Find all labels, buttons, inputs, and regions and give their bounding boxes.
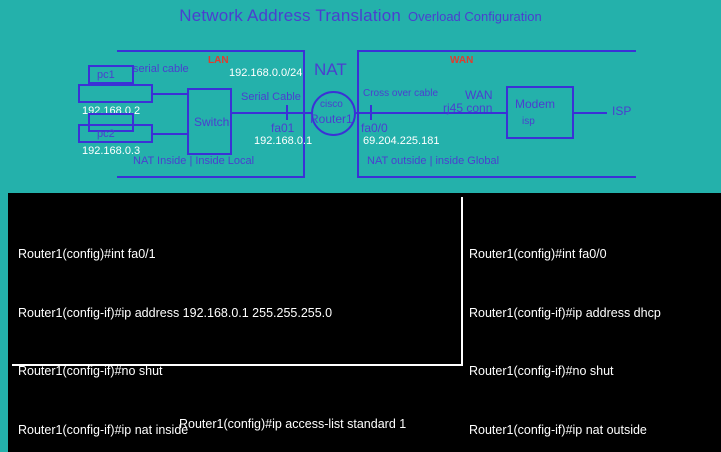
cli-output-panel: Router1(config)#int fa0/1 Router1(config…	[8, 193, 721, 452]
cli-line: Router1(config)#ip access-list standard …	[179, 417, 407, 431]
pc1-to-switch-link	[153, 93, 187, 95]
terminal-horizontal-divider	[12, 364, 463, 366]
wan-zone-bottom-border	[357, 176, 636, 178]
page-title-main: Network Address Translation	[179, 6, 402, 25]
lan-zone-bottom-border	[117, 176, 305, 178]
switch-router-link-tick	[286, 105, 288, 120]
switch-label: Switch	[194, 115, 230, 129]
page-title: Network Address Translation Overload Conf…	[0, 6, 721, 26]
pc2-ip: 192.168.0.3	[82, 145, 141, 157]
lan-network-label: 192.168.0.0/24	[229, 67, 303, 79]
pc2-monitor	[88, 113, 134, 132]
wan-rj45-line1-label: WAN	[465, 88, 493, 102]
network-topology-diagram: LAN WAN NAT pc1 192.168.0.0/24 192.168.0…	[0, 0, 721, 193]
serial-cable-upper-label: Serial Cable	[241, 91, 301, 103]
outside-role-label: NAT outside | inside Global	[367, 155, 500, 167]
cli-line: Router1(config)#int fa0/0	[469, 247, 607, 261]
outside-interface-name: fa0/0	[361, 121, 388, 135]
wan-zone-label: WAN	[450, 55, 474, 66]
pc1-base	[78, 84, 153, 103]
lan-zone-label: LAN	[208, 55, 229, 66]
inside-interface-name: fa01	[271, 121, 295, 135]
serial-cable-lower-label: serial cable	[133, 63, 189, 75]
lan-zone-top-border	[117, 50, 305, 52]
lan-zone-right-border	[303, 50, 305, 178]
pc2-to-switch-link	[153, 133, 187, 135]
wan-rj45-line2-label: rj45 conn	[443, 101, 493, 115]
cli-block-nat-overload: Router1(config)#ip access-list standard …	[179, 376, 508, 452]
page-title-sub: Overload Configuration	[408, 9, 542, 24]
cli-line: Router1(config-if)#ip nat outside	[469, 422, 647, 437]
inside-interface-ip: 192.168.0.1	[254, 135, 313, 147]
modem-sub-label: isp	[522, 116, 535, 127]
cli-line: Router1(config)#int fa0/1	[18, 247, 156, 261]
outside-interface-ip: 69.204.225.181	[363, 135, 440, 147]
router-wan-link-tick	[370, 105, 372, 120]
cross-over-cable-label: Cross over cable	[363, 88, 439, 99]
modem-node	[506, 86, 574, 139]
router-vendor-label: cisco	[320, 99, 343, 110]
cli-line: Router1(config-if)#ip address dhcp	[469, 305, 661, 320]
cli-line: Router1(config-if)#ip nat inside	[18, 422, 189, 437]
router-node	[311, 91, 356, 136]
cli-block-inside-interface: Router1(config)#int fa0/1 Router1(config…	[18, 206, 361, 452]
wan-zone-left-border	[357, 50, 359, 178]
isp-label: ISP	[612, 104, 632, 118]
cli-block-outside-interface: Router1(config)#int fa0/0 Router1(config…	[469, 206, 661, 452]
pc1-ip: 192.168.0.2	[82, 105, 141, 117]
cli-line: Router1(config-if)#no shut	[469, 364, 614, 378]
nat-label: NAT	[314, 60, 347, 79]
terminal-vertical-divider	[461, 197, 463, 364]
switch-to-router-link	[232, 112, 312, 114]
wan-zone-top-border	[357, 50, 636, 52]
modem-label: Modem	[515, 97, 556, 111]
cli-line: Router1(config-if)#ip address 192.168.0.…	[18, 305, 333, 320]
pc2-label: pc2	[97, 128, 115, 140]
pc2-base	[78, 124, 153, 143]
router-name-label: Router1	[310, 112, 353, 126]
modem-to-isp-link	[574, 112, 607, 114]
router-to-modem-link	[356, 112, 506, 114]
inside-role-label: NAT Inside | Inside Local	[133, 155, 255, 167]
pc1-label: pc1	[97, 69, 115, 81]
switch-node	[187, 88, 232, 155]
cli-line: Router1(config-if)#no shut	[18, 364, 163, 378]
pc1-monitor	[88, 65, 134, 84]
